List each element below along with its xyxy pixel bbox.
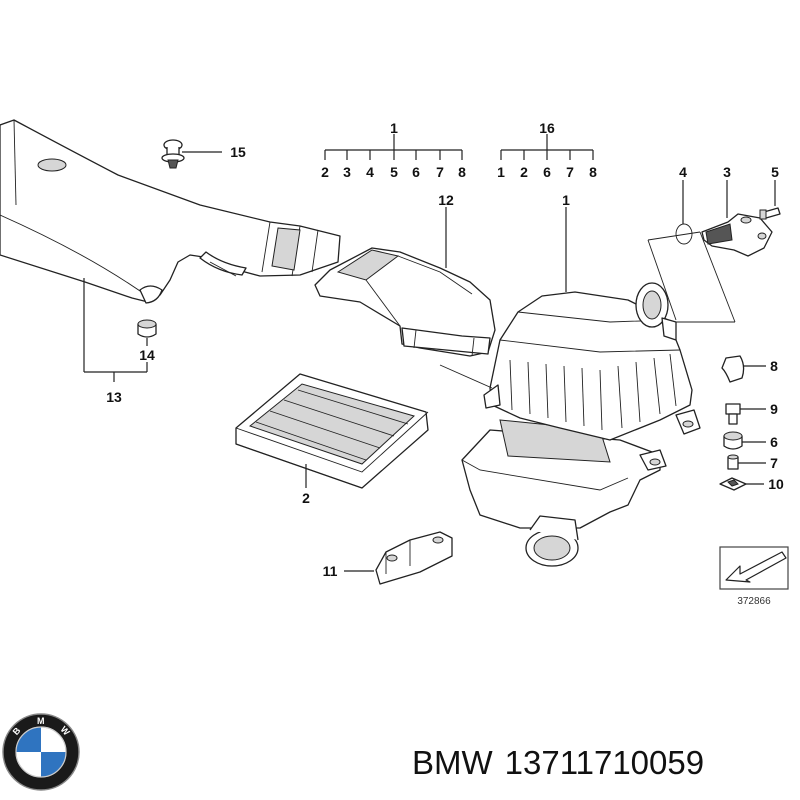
callout-group-16: 16 1 2 6 7 8: [497, 120, 597, 180]
group-1-item: 4: [366, 164, 374, 180]
callout-screw: 5: [771, 164, 779, 180]
callout-air-filter: 2: [302, 490, 310, 506]
group-1-item: 8: [458, 164, 466, 180]
air-filter-part: [235, 373, 429, 489]
group-16-header: 16: [539, 120, 555, 136]
maf-sensor-part: [701, 213, 773, 257]
grommet-part: [137, 319, 157, 338]
air-cleaner-housing-part: [439, 231, 736, 567]
bushing-part: [727, 454, 739, 470]
callout-bushing: 7: [770, 455, 778, 471]
group-16-item: 1: [497, 164, 505, 180]
nut-clip-part: [719, 477, 747, 491]
part-callouts: 12 1 15 14 13 2 11 4 3 5 8 9 6 7 10: [106, 144, 784, 579]
rubber-mount-part: [723, 431, 743, 450]
part-title: BMW 13711710059: [412, 736, 792, 790]
arrow-icon: [725, 551, 787, 583]
part-number: 13711710059: [504, 744, 705, 781]
group-1-item: 5: [390, 164, 398, 180]
group-1-item: 7: [436, 164, 444, 180]
callout-rubber-mount: 6: [770, 434, 778, 450]
group-1-item: 3: [343, 164, 351, 180]
clip-part: [721, 355, 745, 383]
callout-intake-snorkel: 13: [106, 389, 122, 405]
expanding-rivet-part: [161, 139, 185, 169]
callout-air-cleaner-housing: 1: [562, 192, 570, 208]
leader-lines: [83, 134, 776, 572]
group-1-header: 1: [390, 120, 398, 136]
bolt-part: [725, 403, 741, 425]
group-1-item: 2: [321, 164, 329, 180]
o-ring-part: [675, 223, 693, 245]
intake-duct-part: [314, 247, 496, 357]
logo-letter: M: [37, 716, 45, 726]
intake-snorkel-part: [0, 119, 341, 304]
group-16-item: 7: [566, 164, 574, 180]
group-1-item: 6: [412, 164, 420, 180]
group-16-item: 6: [543, 164, 551, 180]
screw-part: [759, 207, 781, 220]
callout-o-ring: 4: [679, 164, 687, 180]
callout-grommet: 14: [139, 347, 155, 363]
callout-maf-sensor: 3: [723, 164, 731, 180]
reference-number: 372866: [737, 596, 771, 607]
callout-bracket: 11: [323, 563, 338, 579]
callout-expanding-rivet: 15: [230, 144, 246, 160]
callout-nut-clip: 10: [768, 476, 784, 492]
group-16-item: 2: [520, 164, 528, 180]
callout-bolt: 9: [770, 401, 778, 417]
bracket-part: [375, 531, 453, 585]
brand-name: BMW: [412, 744, 493, 781]
logo-letter: B: [11, 725, 23, 737]
callout-clip: 8: [770, 358, 778, 374]
callout-intake-duct: 12: [438, 192, 454, 208]
reference-box: 372866: [719, 546, 789, 607]
callout-group-1: 1 2 3 4 5 6 7 8: [321, 120, 466, 180]
bmw-logo-icon: B M W: [2, 713, 80, 791]
group-16-item: 8: [589, 164, 597, 180]
